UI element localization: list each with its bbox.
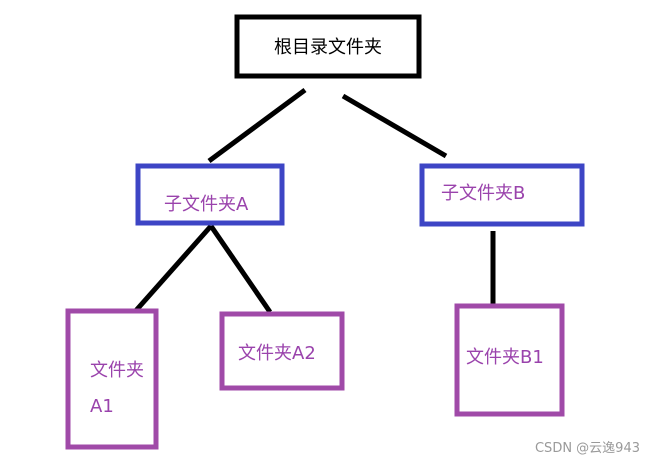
subfolder-b-label: 子文件夹B	[441, 183, 525, 204]
connector-root-to-subfolder-a	[207, 87, 307, 164]
subfolder-a-node: 子文件夹A	[135, 163, 285, 226]
folder-a2-node: 文件夹A2	[219, 311, 345, 391]
csdn-watermark: CSDN @云逸943	[534, 441, 640, 456]
connectors	[130, 87, 496, 317]
folder-b1-node: 文件夹B1	[454, 303, 565, 417]
root-folder-node: 根目录文件夹	[234, 14, 422, 79]
folder-a1-node: 文件夹 A1	[65, 308, 159, 450]
folder-a1-label-line1: 文件夹	[90, 360, 144, 381]
folder-b1-box	[454, 303, 565, 417]
folder-a1-label-line2: A1	[90, 396, 114, 417]
folder-a2-box	[219, 311, 345, 391]
connector-subfolder-a-to-a1	[130, 224, 213, 317]
subfolder-a-box	[135, 163, 285, 226]
subfolder-b-node: 子文件夹B	[419, 163, 585, 227]
subfolder-a-label: 子文件夹A	[164, 194, 249, 215]
folder-a1-box	[65, 308, 159, 450]
connector-root-to-subfolder-b	[341, 93, 448, 159]
subfolder-b-box	[419, 163, 585, 227]
folder-a2-label: 文件夹A2	[238, 343, 316, 364]
folder-b1-label: 文件夹B1	[466, 347, 544, 368]
connector-subfolder-a-to-a2	[208, 224, 273, 314]
root-folder-label: 根目录文件夹	[274, 37, 382, 58]
root-folder-box	[234, 14, 422, 79]
